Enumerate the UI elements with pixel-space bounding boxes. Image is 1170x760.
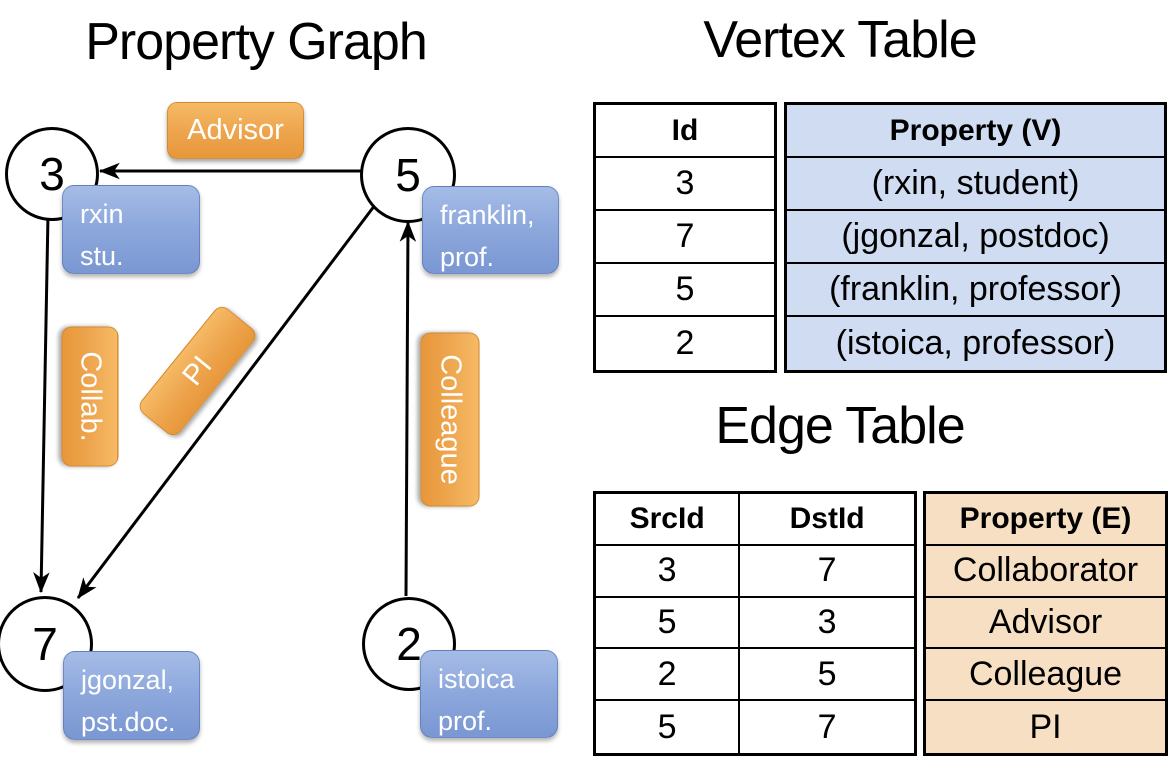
edge-table-title: Edge Table [715,397,965,455]
table-cell: Collaborator [926,546,1165,598]
vertex-property-box-7: jgonzal, pst.doc. [63,651,200,740]
vertex-node-7-id: 7 [32,618,58,670]
table-cell: (franklin, professor) [787,264,1164,317]
edge-label-colleague: Colleague [420,332,480,507]
edge-arrow-3-to-7 [33,214,50,594]
edge-table-dstid-header: DstId [740,494,914,546]
table-cell: 5 [740,649,914,702]
vertex-node-5-id: 5 [395,149,421,201]
vertex-table-property-header: Property (V) [787,105,1164,158]
table-cell: 3 [596,545,741,598]
table-cell: 5 [596,701,741,753]
edge-arrow-5-to-7 [76,204,377,599]
table-cell: (rxin, student) [787,158,1164,211]
table-cell: 5 [596,264,774,317]
table-cell: PI [1029,707,1062,746]
table-cell: 3 [596,158,774,211]
vertex-table-property-column: Property (V) (rxin, student) (jgonzal, p… [784,102,1167,373]
property-graph-title: Property Graph [85,13,428,71]
vertex-node-2-id: 2 [396,618,422,670]
table-cell: 7 [740,546,914,598]
table-cell: (jgonzal, postdoc) [787,211,1164,264]
vertex-property-box-3: rxin stu. [62,185,200,274]
table-cell: Colleague [926,649,1165,702]
table-cell: Advisor [926,598,1165,650]
vertex-table-id-header: Id [596,105,774,158]
table-cell: 3 [740,598,914,650]
edge-label-advisor: Advisor [167,102,304,159]
edge-label-collab: Collab. [61,326,119,467]
table-cell: 7 [596,211,774,264]
table-cell: 2 [675,324,695,362]
table-cell: (istoica, professor) [835,324,1116,362]
edge-table-property-header: Property (E) [926,494,1165,546]
vertex-property-box-5: franklin, prof. [422,186,559,274]
vertex-node-5: 5 [360,127,456,223]
vertex-node-3-id: 3 [39,148,65,200]
table-cell: 2 [596,649,741,702]
vertex-node-3: 3 [5,127,99,221]
edge-arrow-2-to-5 [399,220,417,597]
table-cell: 5 [596,597,741,650]
edge-table-property-column: Property (E) Collaborator Advisor Collea… [923,491,1168,756]
graph-edges-svg [33,162,417,599]
vertex-property-box-2: istoica prof. [420,650,558,738]
table-cell: 7 [817,707,837,746]
vertex-table-title: Vertex Table [703,11,977,69]
vertex-table-id-column: Id 3 7 5 2 [593,102,777,373]
edge-table-srcid-header: SrcId [596,494,741,546]
edge-table-id-columns: SrcId 3 5 2 5 DstId 7 3 5 7 [593,491,917,756]
